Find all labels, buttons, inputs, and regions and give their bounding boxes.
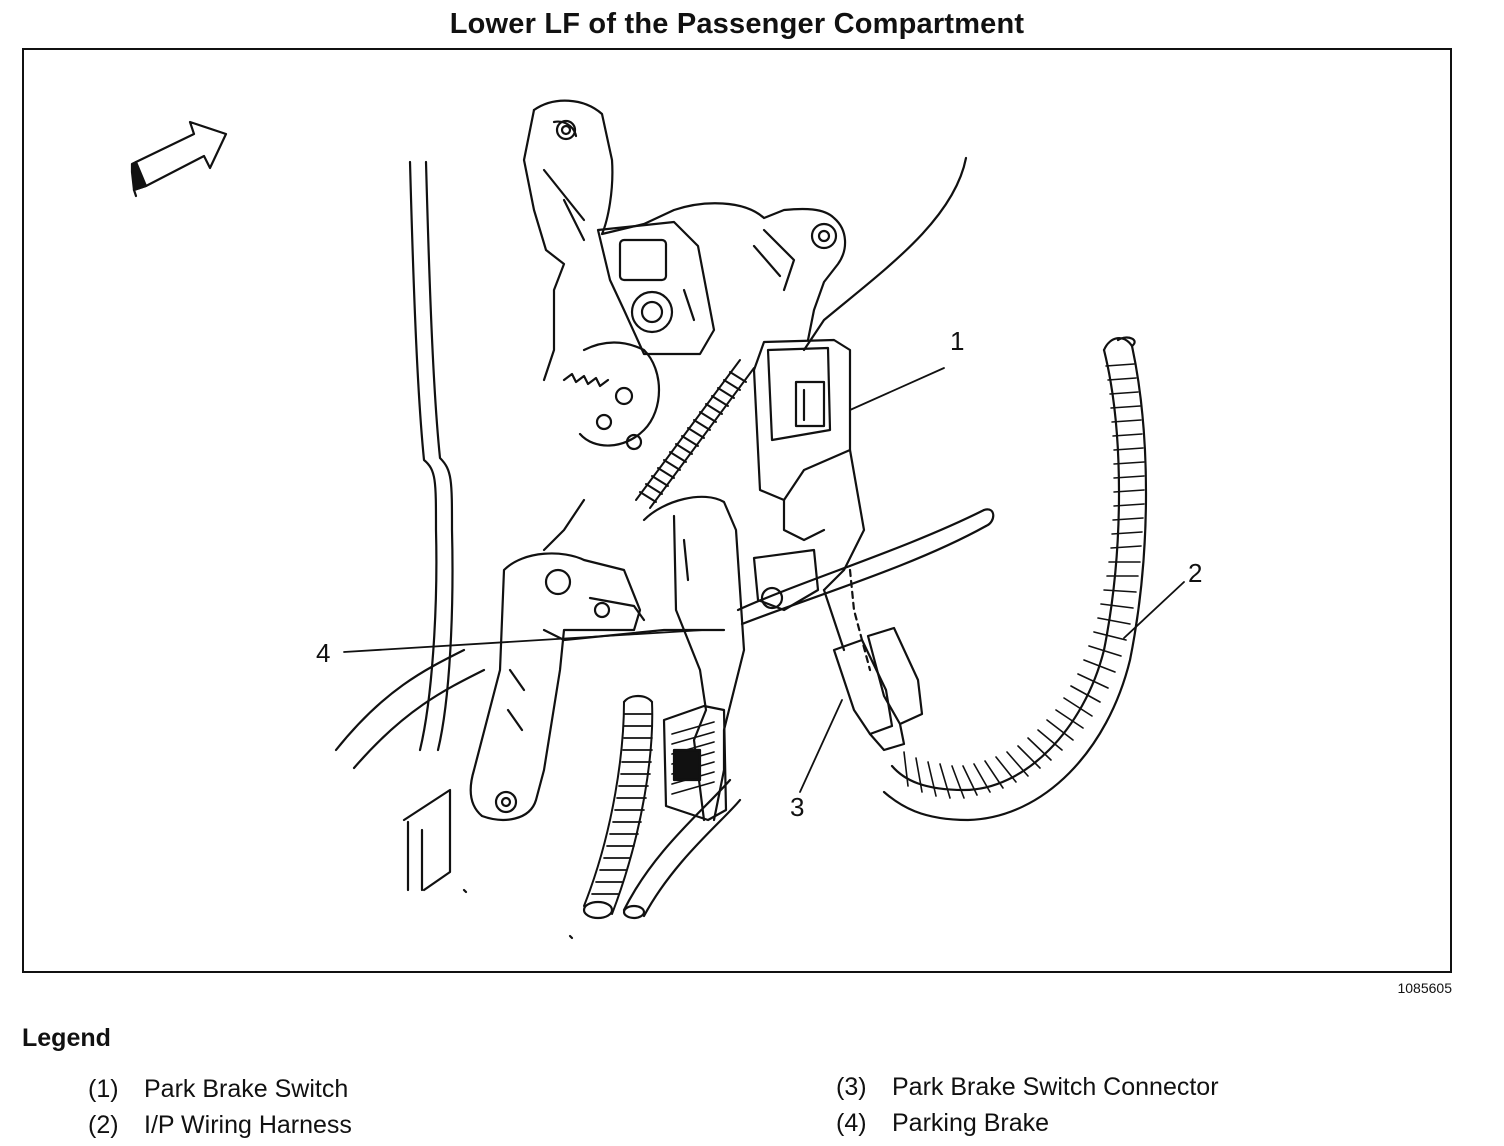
callout-4: 4 [316, 638, 330, 668]
legend-item: (1) Park Brake Switch [88, 1075, 348, 1104]
figure-id: 1085605 [1397, 980, 1452, 996]
diagram-title: Lower LF of the Passenger Compartment [449, 8, 1025, 40]
legend-item-number: (4) [836, 1109, 867, 1137]
parking-brake-illustration: 1 2 3 4 [130, 99, 1202, 940]
legend-item-label: I/P Wiring Harness [144, 1111, 352, 1139]
legend-item-label: Park Brake Switch [144, 1075, 349, 1103]
legend-item-number: (2) [88, 1111, 119, 1139]
legend-item: (2) I/P Wiring Harness [88, 1111, 352, 1140]
legend-item-number: (3) [836, 1073, 867, 1101]
diagram-frame: 1 2 3 4 [22, 48, 1452, 973]
legend-heading: Legend [22, 1024, 111, 1052]
forward-arrow-icon [130, 120, 228, 198]
legend-item-label: Parking Brake [892, 1109, 1050, 1137]
legend-item-number: (1) [88, 1075, 119, 1103]
callout-2: 2 [1188, 558, 1202, 588]
legend-item-label: Park Brake Switch Connector [892, 1073, 1219, 1101]
callout-3: 3 [790, 792, 804, 822]
legend-item: (4) Parking Brake [836, 1109, 1049, 1138]
legend-item: (3) Park Brake Switch Connector [836, 1073, 1219, 1102]
callout-1: 1 [950, 326, 964, 356]
